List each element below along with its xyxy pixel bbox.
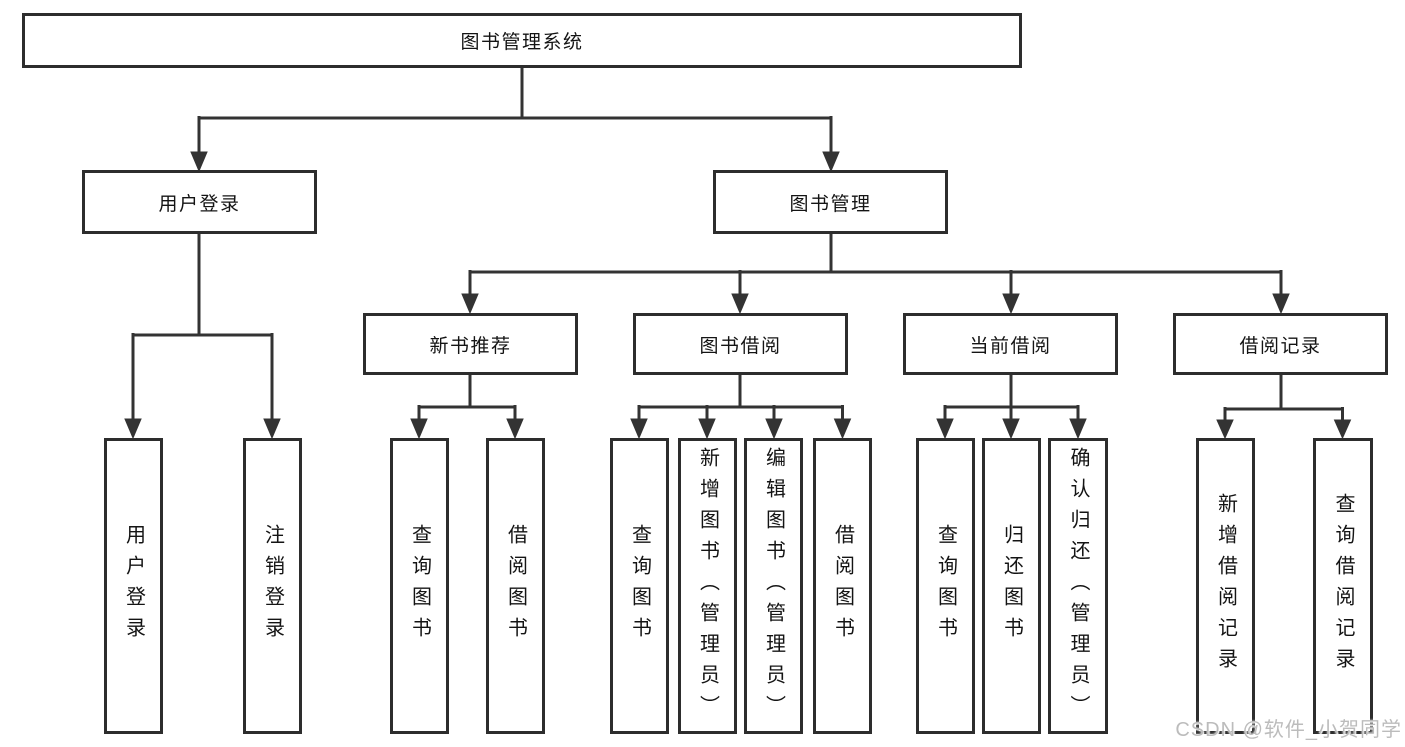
leaf-logout-login: 注销登录 [243, 438, 302, 734]
arrowhead [698, 418, 716, 440]
arrowhead [630, 418, 648, 440]
arrowhead [190, 151, 208, 173]
node-new-book-recommend: 新书推荐 [363, 313, 578, 375]
node-library-management-system: 图书管理系统 [22, 13, 1022, 68]
arrowhead [822, 151, 840, 173]
arrowhead [506, 418, 524, 440]
arrowhead [1272, 293, 1290, 315]
arrowhead [124, 418, 142, 440]
leaf-user-login: 用户登录 [104, 438, 163, 734]
leaf-borrow-book-recommend: 借阅图书 [486, 438, 545, 734]
arrowhead [765, 418, 783, 440]
arrowhead [1002, 418, 1020, 440]
arrowhead [461, 293, 479, 315]
arrowhead [1333, 419, 1352, 440]
leaf-query-book-borrow: 查询图书 [610, 438, 669, 734]
arrowhead [936, 418, 954, 440]
arrowhead [1216, 419, 1234, 440]
leaf-query-borrow-record: 查询借阅记录 [1313, 438, 1373, 734]
leaf-add-borrow-record: 新增借阅记录 [1196, 438, 1255, 734]
node-user-login: 用户登录 [82, 170, 317, 234]
arrowhead [410, 418, 428, 440]
leaf-edit-book-admin: 编辑图书（管理员） [744, 438, 803, 734]
leaf-query-book-current: 查询图书 [916, 438, 975, 734]
node-book-management: 图书管理 [713, 170, 948, 234]
arrowhead [833, 418, 852, 440]
leaf-borrow-book-borrow: 借阅图书 [813, 438, 872, 734]
leaf-add-book-admin: 新增图书（管理员） [678, 438, 737, 734]
arrowhead [263, 418, 281, 440]
arrowhead [1069, 418, 1087, 440]
csdn-watermark: CSDN @软件_小贺同学 [1175, 719, 1402, 741]
leaf-query-book-recommend: 查询图书 [390, 438, 449, 734]
leaf-confirm-return-admin: 确认归还（管理员） [1048, 438, 1108, 734]
leaf-return-book: 归还图书 [982, 438, 1041, 734]
node-borrow-records: 借阅记录 [1173, 313, 1388, 375]
node-book-borrow: 图书借阅 [633, 313, 848, 375]
arrowhead [1002, 293, 1020, 315]
arrowhead [731, 293, 749, 315]
node-current-borrow: 当前借阅 [903, 313, 1118, 375]
